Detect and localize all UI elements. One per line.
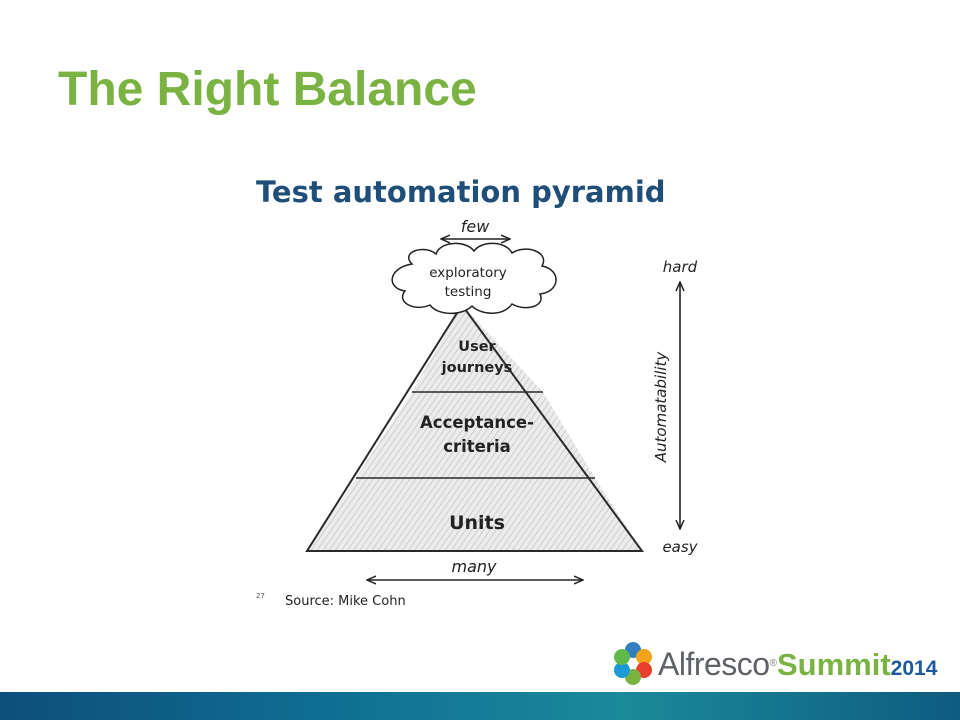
exploratory-testing-cloud: exploratory testing [391,242,557,315]
slide-title: The Right Balance [58,63,477,116]
diagram-title: Test automation pyramid [256,175,666,209]
logo-trademark: ® [769,658,777,669]
source-label: Source: Mike Cohn [285,594,406,609]
pyramid-layer-bottom [307,478,642,551]
footer-bar [0,692,960,720]
pyramid-outline [305,303,644,552]
axis-hard-label: hard [663,258,698,276]
logo-wordmark: Alfresco®Summit2014 [658,646,937,689]
layer-top-label-line1: User [458,339,496,355]
layer-bottom-label: Units [449,512,505,534]
logo-brand: Alfresco [658,646,770,682]
cloud-label-line2: testing [445,284,492,300]
logo-year: 2014 [890,657,938,680]
layer-top-label-line2: journeys [441,360,513,376]
logo-event: Summit [776,647,891,682]
layer-middle-label-line1: Acceptance- [420,413,534,432]
alfresco-flower-icon [614,642,652,685]
few-label: few [461,217,490,236]
pyramid-layer-middle [356,392,595,478]
cloud-label-line1: exploratory [429,265,507,281]
many-label: many [452,557,498,576]
footnote-number: 27 [256,592,265,600]
layer-middle-label-line2: criteria [443,437,511,456]
axis-easy-label: easy [662,538,698,556]
axis-automatability-label: Automatability [652,351,670,464]
alfresco-summit-logo: Alfresco®Summit2014 [612,640,952,686]
